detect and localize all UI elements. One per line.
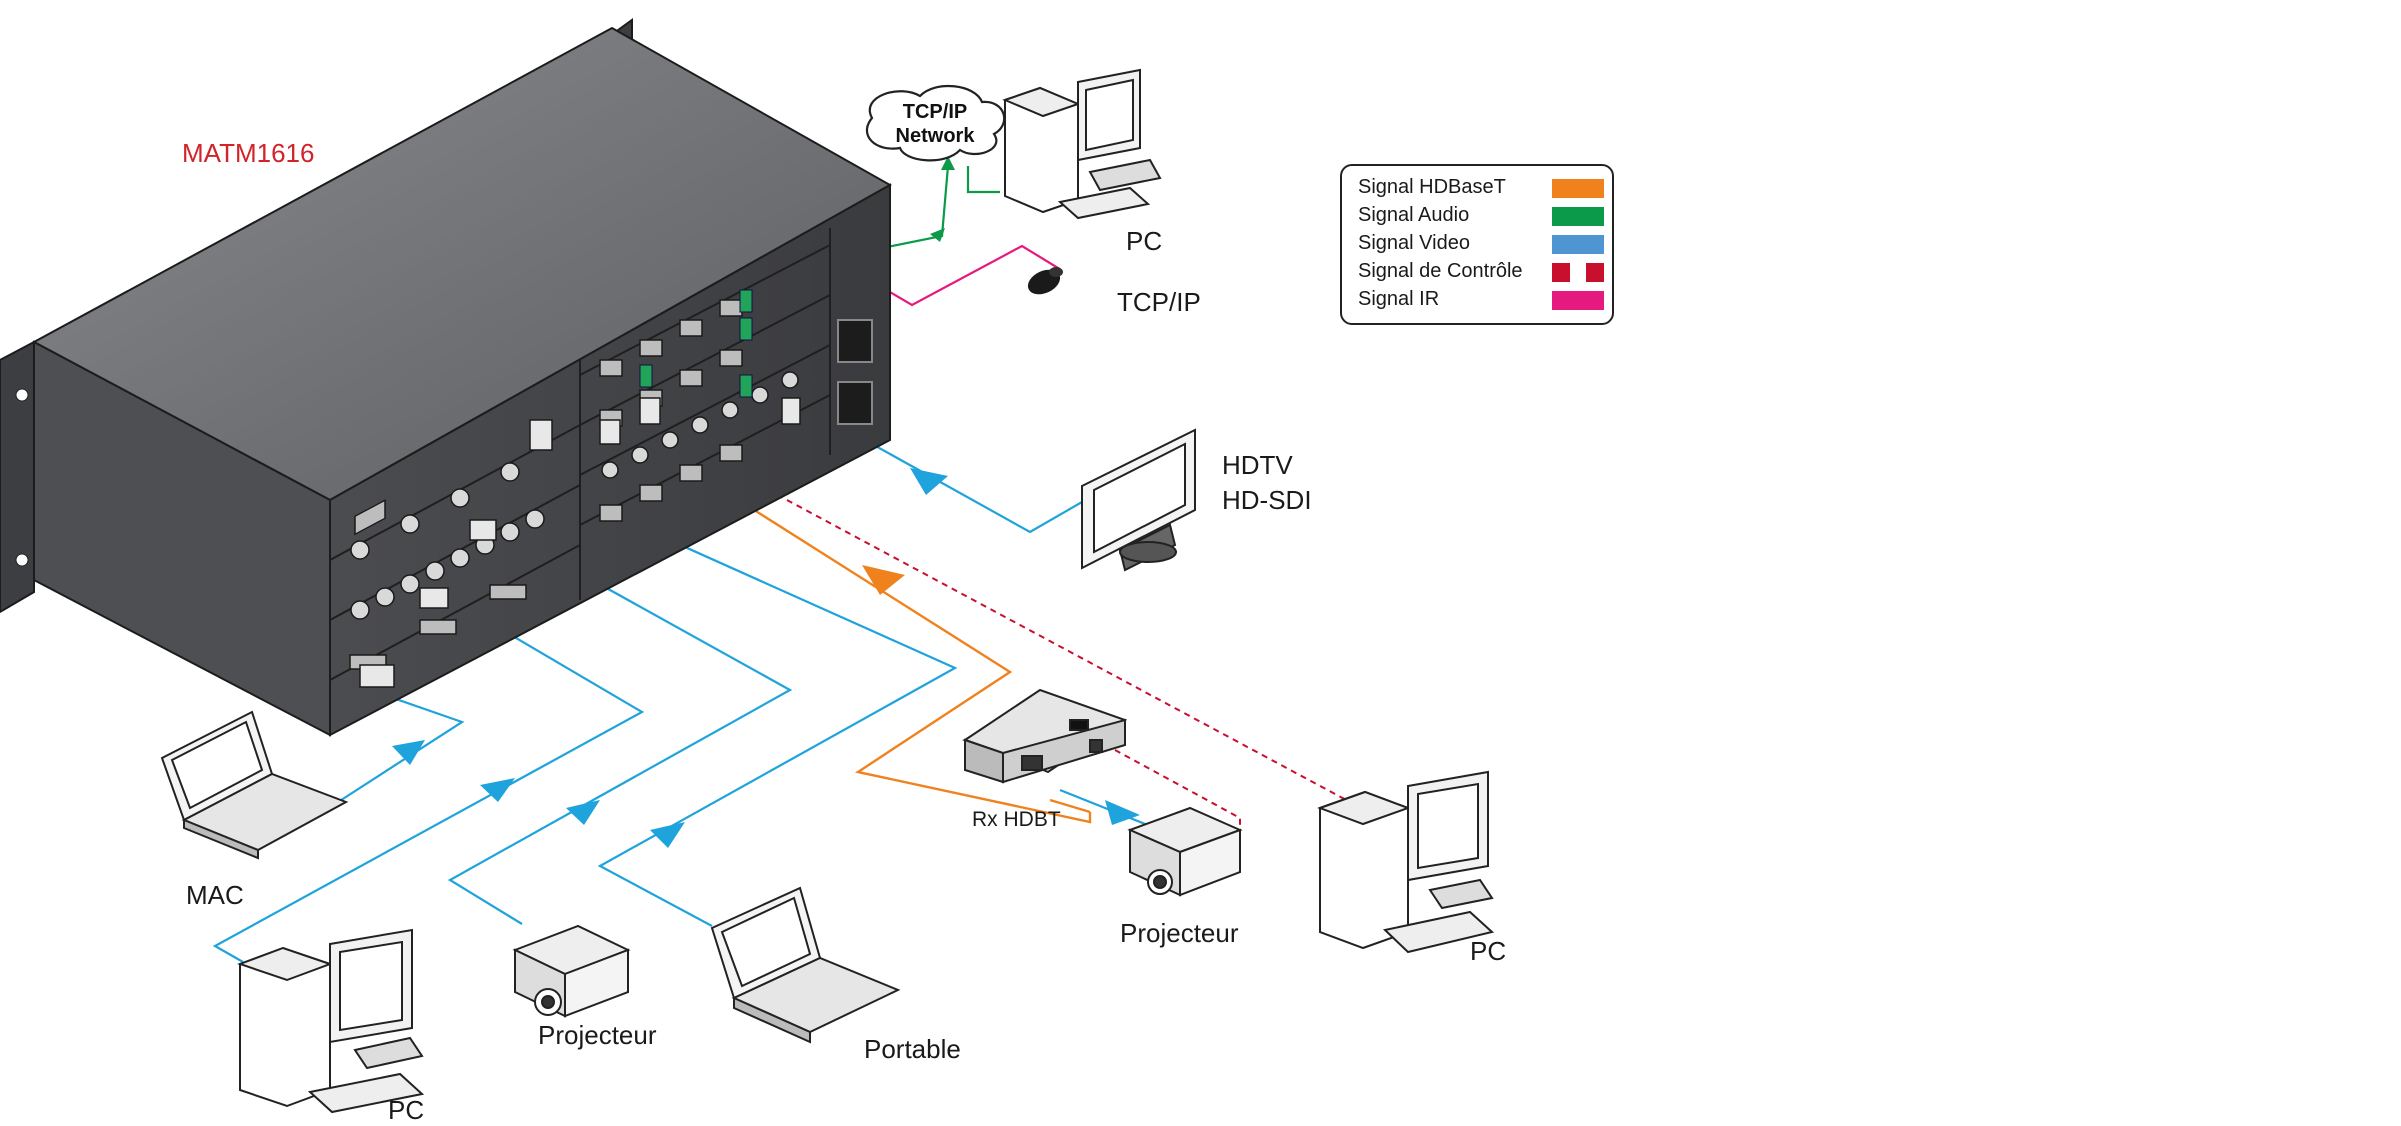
mac-laptop — [160, 710, 349, 860]
network-cloud-label: TCP/IP Network — [880, 100, 990, 148]
ir-receiver — [1027, 267, 1063, 295]
projecteur-right-label: Projecteur — [1120, 918, 1239, 948]
projector-right — [1127, 806, 1243, 897]
matrix-chassis — [0, 18, 893, 737]
video-link-portable — [579, 498, 958, 927]
projector-bottom — [512, 924, 631, 1018]
network-label-line1: TCP/IP — [902, 101, 968, 123]
legend-label: Signal Video — [1358, 232, 1470, 254]
legend-label: Signal HDBaseT — [1358, 176, 1506, 198]
hdsdi-label: HD-SDI — [1222, 485, 1312, 515]
legend-label: Signal de Contrôle — [1358, 260, 1523, 282]
signal-legend: Signal HDBaseT Signal Audio Signal Video… — [1340, 164, 1614, 325]
pc-top-label: PC — [1126, 226, 1163, 256]
video-link-projector-bottom — [447, 539, 793, 925]
device-model-label: MATM1616 — [182, 138, 315, 168]
legend-swatch — [1552, 179, 1604, 198]
legend-swatch — [1552, 263, 1604, 282]
pc-right-label: PC — [1470, 936, 1507, 966]
network-cloud — [865, 84, 1006, 162]
pc-right-device — [1317, 770, 1495, 954]
hdtv-label: HDTV — [1222, 450, 1293, 480]
legend-label: Signal IR — [1358, 288, 1440, 310]
projecteur-bottom-label: Projecteur — [538, 1020, 657, 1050]
pc-bottom-label: PC — [388, 1095, 425, 1125]
rx-hdbt-device — [962, 688, 1128, 784]
rx-hdbt-label: Rx HDBT — [972, 808, 1061, 831]
legend-swatch — [1552, 235, 1604, 254]
video-link-pc-bottom — [212, 607, 645, 963]
legend-row-ir: Signal IR — [1358, 288, 1608, 312]
pc-bottom-device — [237, 928, 425, 1114]
tcpip-label: TCP/IP — [1117, 287, 1201, 317]
legend-row-control: Signal de Contrôle — [1358, 260, 1608, 284]
pc-top-device — [1002, 68, 1162, 220]
video-link-mac — [334, 688, 465, 805]
legend-row-hdbaset: Signal HDBaseT — [1358, 176, 1608, 200]
hdtv-monitor — [1081, 428, 1196, 572]
legend-swatch — [1552, 207, 1604, 226]
mac-label: MAC — [186, 880, 244, 910]
video-link-hdtv — [819, 414, 1083, 534]
legend-row-video: Signal Video — [1358, 232, 1608, 256]
video-link-rx-projector — [1059, 788, 1161, 832]
legend-row-audio: Signal Audio — [1358, 204, 1608, 228]
network-label-line2: Network — [895, 125, 975, 147]
ir-link — [877, 244, 1061, 307]
portable-laptop — [710, 886, 901, 1044]
legend-label: Signal Audio — [1358, 204, 1470, 226]
legend-swatch — [1552, 291, 1604, 310]
portable-label: Portable — [864, 1034, 961, 1064]
hdbaset-link — [619, 423, 1092, 824]
